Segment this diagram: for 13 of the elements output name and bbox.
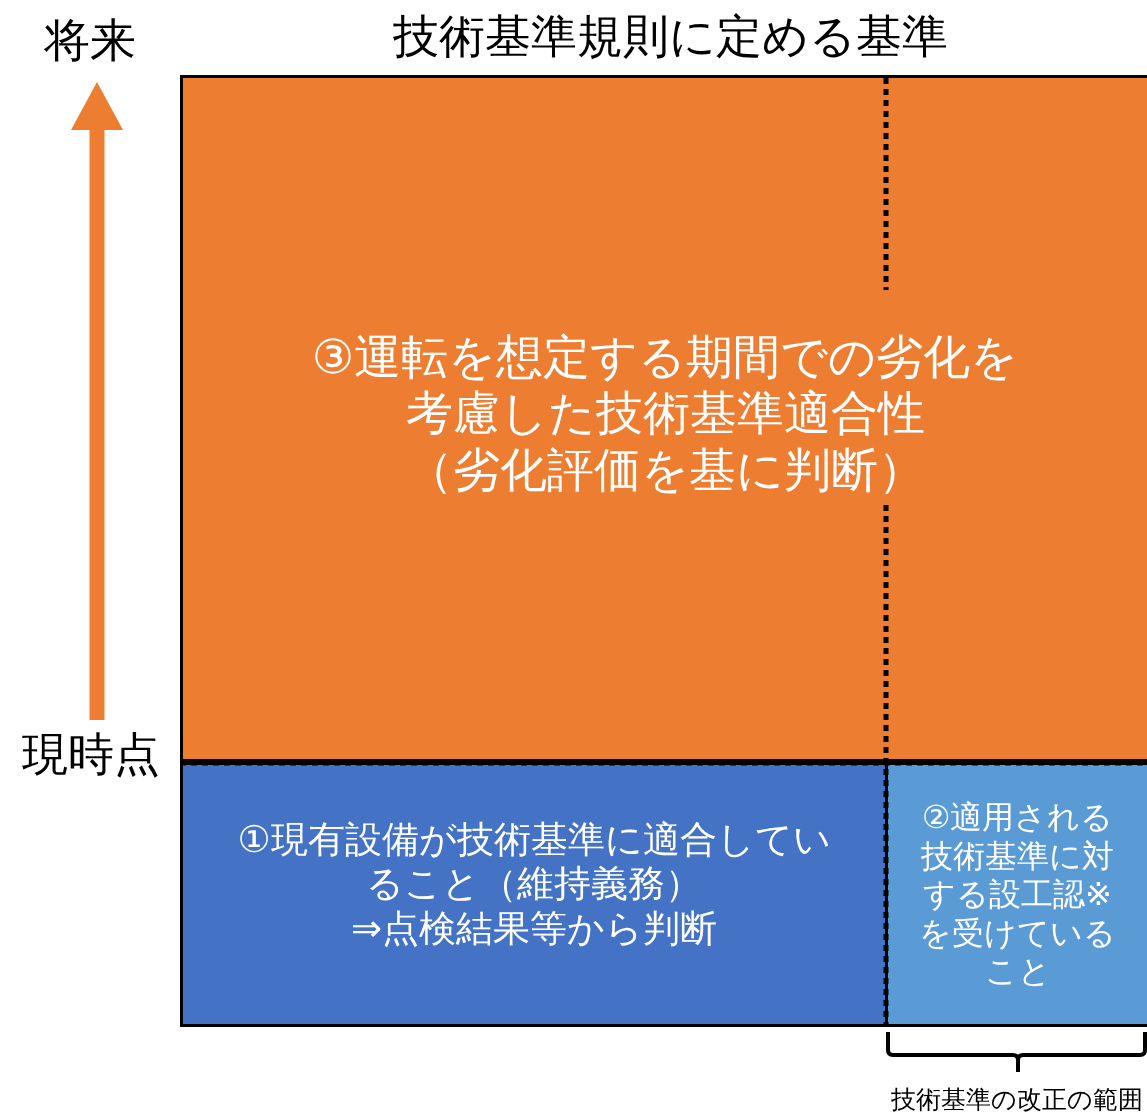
region-text: ①現有設備が技術基準に適合していること（維持義務） — [236, 817, 832, 907]
title: 技術基準規則に定める基準 — [391, 8, 949, 64]
time-label: 現時点 — [8, 725, 173, 785]
arrow — [71, 82, 123, 720]
time-label: 将来 — [30, 12, 150, 70]
region-text: ⇒点検結果等から判断 — [350, 906, 718, 952]
region-text: ③運転を想定する期間での劣化を考慮した技術基準適合性 — [310, 328, 1020, 442]
region-box — [180, 75, 1147, 762]
range-label: 技術基準の改正の範囲 — [891, 1084, 1143, 1116]
region-text: ②適用される技術基準に対する設工認※を受けていること — [918, 798, 1117, 991]
region-text: （劣化評価を基に判断） — [404, 441, 926, 499]
region-box — [180, 762, 885, 1027]
region-box — [885, 762, 1147, 1027]
